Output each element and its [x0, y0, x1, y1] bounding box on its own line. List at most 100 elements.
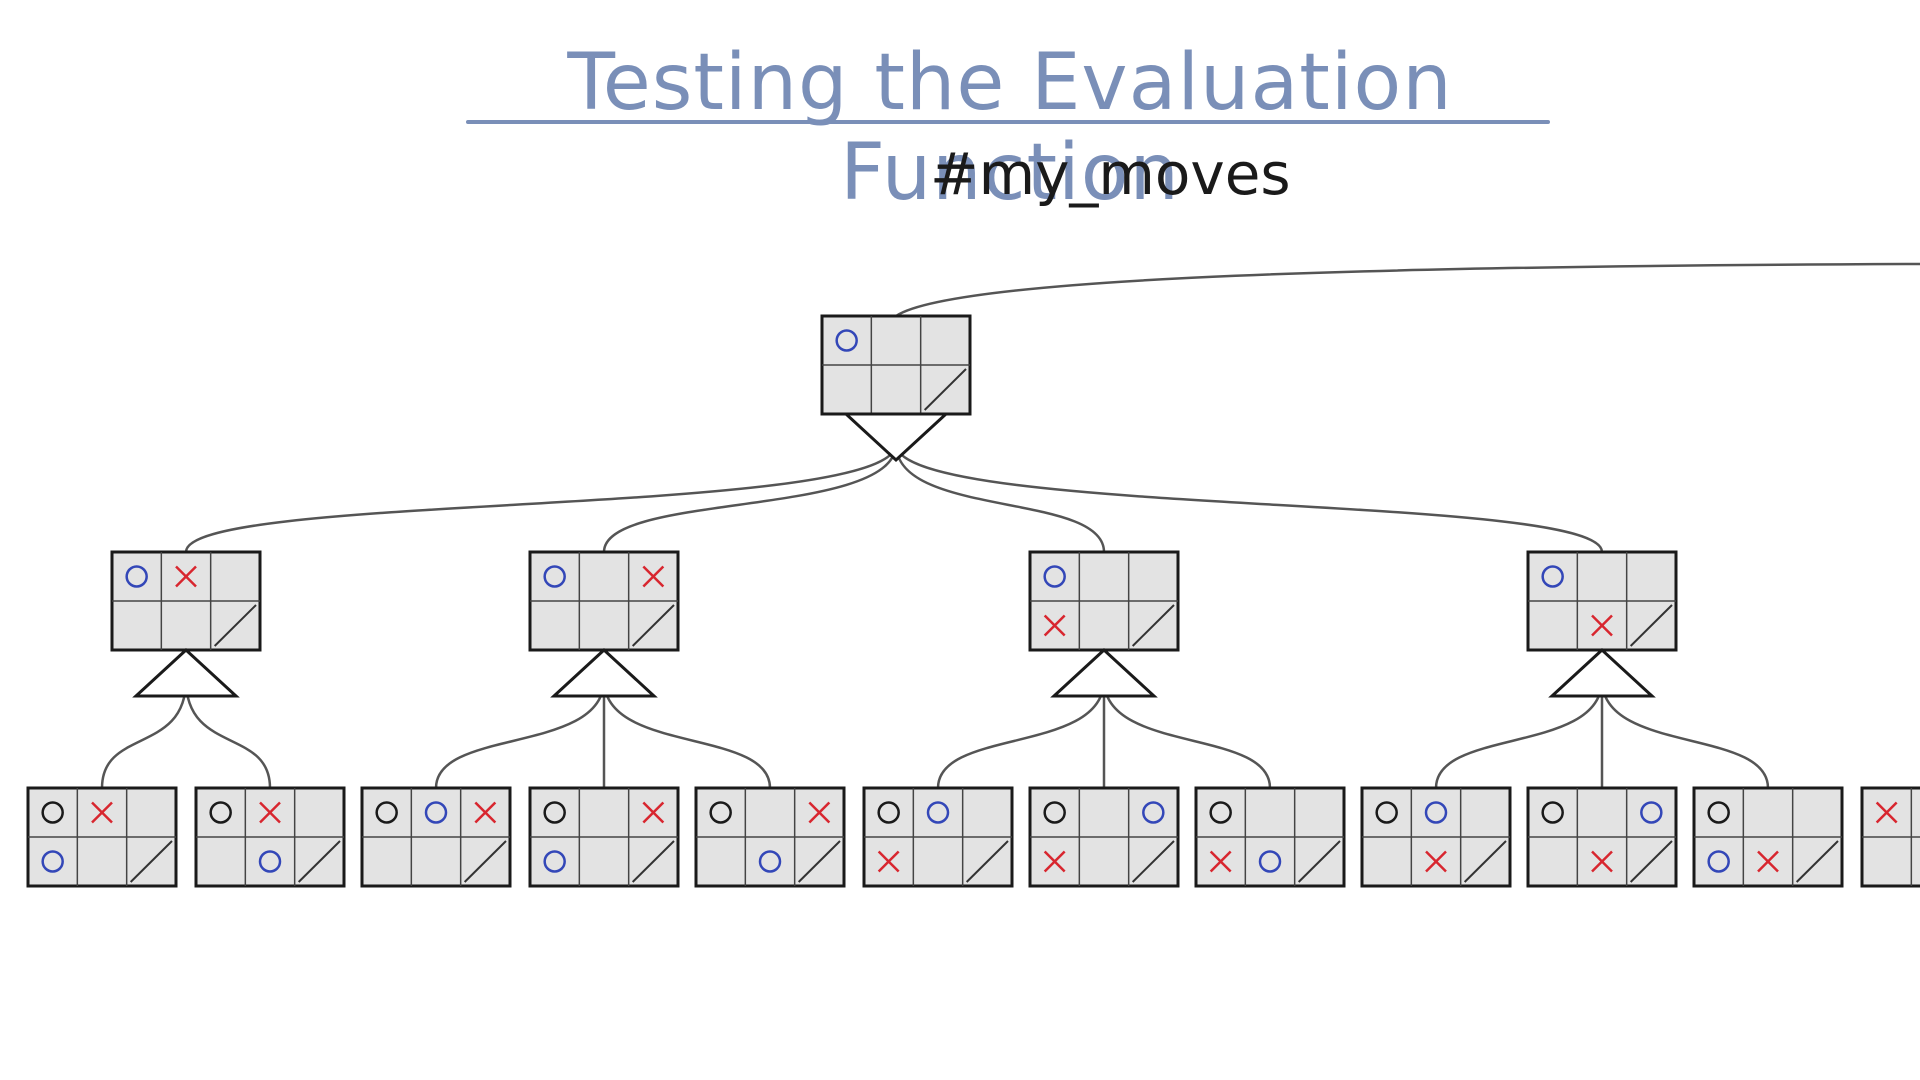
- max-level-board: [1028, 550, 1180, 652]
- blocked-cell-slash: [923, 368, 967, 411]
- leaf-board: [1194, 786, 1346, 888]
- child-to-leaf-edge: [936, 679, 1106, 789]
- max-level-board: [1526, 550, 1678, 652]
- blocked-cell-slash: [1463, 840, 1507, 883]
- max-level-board: [528, 550, 680, 652]
- o-mark-icon: [1640, 801, 1663, 824]
- child-to-leaf-edge: [100, 679, 188, 789]
- o-mark-icon: [543, 850, 566, 873]
- opponent-o-mark-icon: [375, 801, 398, 824]
- blocked-cell-slash: [463, 840, 507, 883]
- diagram-title: Testing the Evaluation Function: [567, 38, 1453, 218]
- x-mark-icon: [1757, 850, 1779, 873]
- max-node-triangle: [550, 647, 658, 698]
- blocked-cell-slash: [1297, 840, 1341, 883]
- max-node-triangle: [132, 647, 240, 698]
- leaf-board: [194, 786, 346, 888]
- leaf-board: [1692, 786, 1844, 888]
- o-mark-icon: [758, 850, 782, 873]
- o-mark-icon: [1258, 850, 1282, 873]
- leaf-board: [1360, 786, 1512, 888]
- child-to-leaf-edge: [434, 679, 606, 789]
- leaf-board: [528, 786, 680, 888]
- o-mark-icon: [1707, 850, 1730, 873]
- x-mark-icon: [1043, 850, 1066, 873]
- o-mark-icon: [543, 565, 566, 588]
- opponent-o-mark-icon: [1209, 801, 1232, 824]
- root-to-child-edge: [602, 443, 898, 553]
- max-node-triangle: [1050, 647, 1158, 698]
- x-mark-icon: [642, 801, 665, 824]
- blocked-cell-slash: [1795, 840, 1839, 883]
- title-underline: [466, 120, 1550, 124]
- o-mark-icon: [1424, 801, 1448, 824]
- blocked-cell-slash: [797, 840, 841, 883]
- blocked-cell-slash: [213, 604, 257, 647]
- blocked-cell-slash: [965, 840, 1009, 883]
- child-to-leaf-edge: [602, 679, 772, 789]
- opponent-o-mark-icon: [209, 801, 232, 824]
- tree-edges: [100, 262, 1920, 789]
- child-to-leaf-edge: [1600, 679, 1770, 789]
- blocked-cell-slash: [297, 840, 341, 883]
- x-mark-icon: [1875, 801, 1898, 824]
- x-mark-icon: [1425, 850, 1447, 873]
- leaf-board: [1860, 786, 1920, 888]
- opponent-o-mark-icon: [709, 801, 732, 824]
- opponent-o-mark-icon: [1707, 801, 1730, 824]
- leaf-board: [360, 786, 512, 888]
- root-to-child-edge: [894, 443, 1604, 553]
- x-mark-icon: [1209, 850, 1232, 873]
- blocked-cell-slash: [1629, 604, 1673, 647]
- x-mark-icon: [1591, 850, 1613, 873]
- offscreen-edge: [895, 262, 1920, 318]
- child-to-leaf-edge: [1434, 679, 1604, 789]
- x-mark-icon: [175, 565, 197, 588]
- root-to-child-edge: [184, 443, 898, 553]
- leaf-board: [26, 786, 178, 888]
- opponent-o-mark-icon: [41, 801, 64, 824]
- opponent-o-mark-icon: [1375, 801, 1398, 824]
- o-mark-icon: [1142, 801, 1165, 824]
- child-to-leaf-edge: [1102, 679, 1272, 789]
- o-mark-icon: [41, 850, 64, 873]
- x-mark-icon: [91, 801, 113, 824]
- min-node-triangle: [842, 412, 950, 463]
- x-mark-icon: [877, 850, 900, 873]
- child-to-leaf-edge: [184, 679, 272, 789]
- x-mark-icon: [1591, 614, 1613, 637]
- x-mark-icon: [808, 801, 831, 824]
- opponent-o-mark-icon: [543, 801, 566, 824]
- root-board: [820, 314, 972, 416]
- blocked-cell-slash: [631, 840, 675, 883]
- o-mark-icon: [125, 565, 148, 588]
- opponent-o-mark-icon: [877, 801, 900, 824]
- root-to-child-edge: [894, 443, 1106, 553]
- leaf-board: [1028, 786, 1180, 888]
- x-mark-icon: [1043, 614, 1066, 637]
- tree-nodes: [26, 314, 1920, 888]
- opponent-o-mark-icon: [1541, 801, 1564, 824]
- max-node-triangle: [1548, 647, 1656, 698]
- o-mark-icon: [1043, 565, 1066, 588]
- blocked-cell-slash: [631, 604, 675, 647]
- x-mark-icon: [474, 801, 497, 824]
- leaf-board: [862, 786, 1014, 888]
- x-mark-icon: [642, 565, 665, 588]
- o-mark-icon: [1541, 565, 1564, 588]
- diagram-subtitle: #my_moves: [930, 140, 1291, 208]
- o-mark-icon: [835, 329, 858, 352]
- blocked-cell-slash: [1131, 604, 1175, 647]
- leaf-board: [694, 786, 846, 888]
- leaf-board: [1526, 786, 1678, 888]
- o-mark-icon: [926, 801, 950, 824]
- x-mark-icon: [259, 801, 281, 824]
- max-level-board: [110, 550, 262, 652]
- blocked-cell-slash: [1629, 840, 1673, 883]
- o-mark-icon: [424, 801, 448, 824]
- blocked-cell-slash: [129, 840, 173, 883]
- o-mark-icon: [258, 850, 282, 873]
- opponent-o-mark-icon: [1043, 801, 1066, 824]
- blocked-cell-slash: [1131, 840, 1175, 883]
